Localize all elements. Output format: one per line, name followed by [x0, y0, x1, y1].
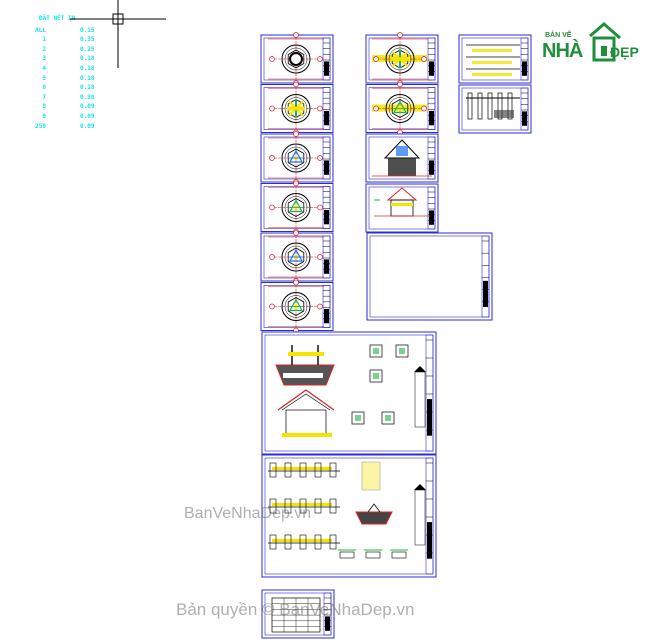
logo-right-text: ĐẸP [610, 44, 639, 60]
elevation-sheet[interactable] [365, 133, 439, 183]
title-block [520, 87, 529, 131]
title-block [323, 592, 332, 636]
layer-lineweight: 0.30 [80, 93, 95, 101]
watermark-middle: BanVeNhaDep.vn [184, 505, 312, 522]
logo-small-text: BẢN VẼ [545, 32, 572, 39]
layer-lineweight: 0.25 [80, 45, 95, 53]
detail-sheets-column-3 [458, 34, 532, 134]
layer-name: 250 [35, 122, 46, 130]
layer-name: 9 [42, 112, 46, 120]
layer-name: 5 [42, 74, 46, 82]
title-block [427, 37, 436, 81]
framing-plan-sheet[interactable] [261, 454, 437, 578]
layer-name: 4 [42, 64, 46, 72]
layer-lineweight: 0.09 [80, 112, 95, 120]
watermark-bottom: Bản quyền © BanVeNhaDep.vn [176, 600, 415, 619]
section-sheet[interactable] [365, 183, 439, 233]
plan-sheets-column-1 [260, 32, 334, 334]
plan-sheets-column-2 [365, 32, 493, 321]
title-block [322, 285, 331, 328]
layer-lineweight: 0.35 [80, 36, 95, 44]
layer-lineweight: 0.18 [80, 74, 95, 82]
round-plan-sheet[interactable] [260, 279, 334, 334]
title-block [481, 235, 490, 318]
blank-sheet[interactable] [366, 232, 493, 321]
title-block [427, 136, 436, 180]
layer-lineweight: 0.18 [80, 55, 95, 63]
plan-sheet[interactable] [365, 32, 439, 86]
layer-name: ALL [35, 26, 46, 34]
title-block [427, 186, 436, 230]
large-section-sheets [261, 331, 437, 639]
logo-big-text: NHÀ [542, 40, 583, 62]
plan-sheet[interactable] [365, 81, 439, 136]
layer-name: 3 [42, 55, 46, 63]
cad-crosshair-cursor-icon [70, 0, 166, 68]
beam-detail-sheet[interactable] [458, 34, 532, 84]
layer-lineweight: 0.18 [80, 84, 95, 92]
foundation-section-sheet[interactable] [261, 331, 437, 455]
layer-row: 250 0.09 [30, 122, 100, 132]
title-block [322, 235, 331, 279]
layer-name: 2 [42, 45, 46, 53]
house-logo-icon [589, 22, 621, 62]
layer-row: ALL 0.15 [30, 26, 100, 36]
title-block [425, 334, 434, 452]
title-block [322, 186, 331, 229]
round-plan-sheet[interactable] [260, 32, 334, 86]
column-detail-sheet[interactable] [458, 84, 532, 134]
title-block [322, 87, 331, 130]
layer-table-header: ĐẶT NÉT IN [39, 15, 76, 22]
title-block [322, 136, 331, 180]
banvenhadep-logo: BẢN VẼ NHÀ ĐẸP [542, 14, 642, 64]
layer-lineweight: 0.18 [80, 64, 95, 72]
layer-name: 6 [42, 84, 46, 92]
title-block [427, 87, 436, 130]
schedule-sheet[interactable] [261, 589, 335, 639]
title-block [425, 457, 434, 575]
title-block [322, 37, 331, 81]
round-plan-sheet[interactable] [260, 230, 334, 284]
layer-name: 1 [42, 36, 46, 44]
round-plan-sheet[interactable] [260, 131, 334, 185]
layer-lineweight: 0.09 [80, 122, 95, 130]
round-plan-sheet[interactable] [260, 180, 334, 235]
round-plan-sheet[interactable] [260, 81, 334, 136]
layer-name: 7 [42, 93, 46, 101]
title-block [520, 37, 529, 81]
layer-lineweight: 0.09 [80, 103, 95, 111]
layer-lineweight: 0.15 [80, 26, 95, 34]
layer-name: 8 [42, 103, 46, 111]
